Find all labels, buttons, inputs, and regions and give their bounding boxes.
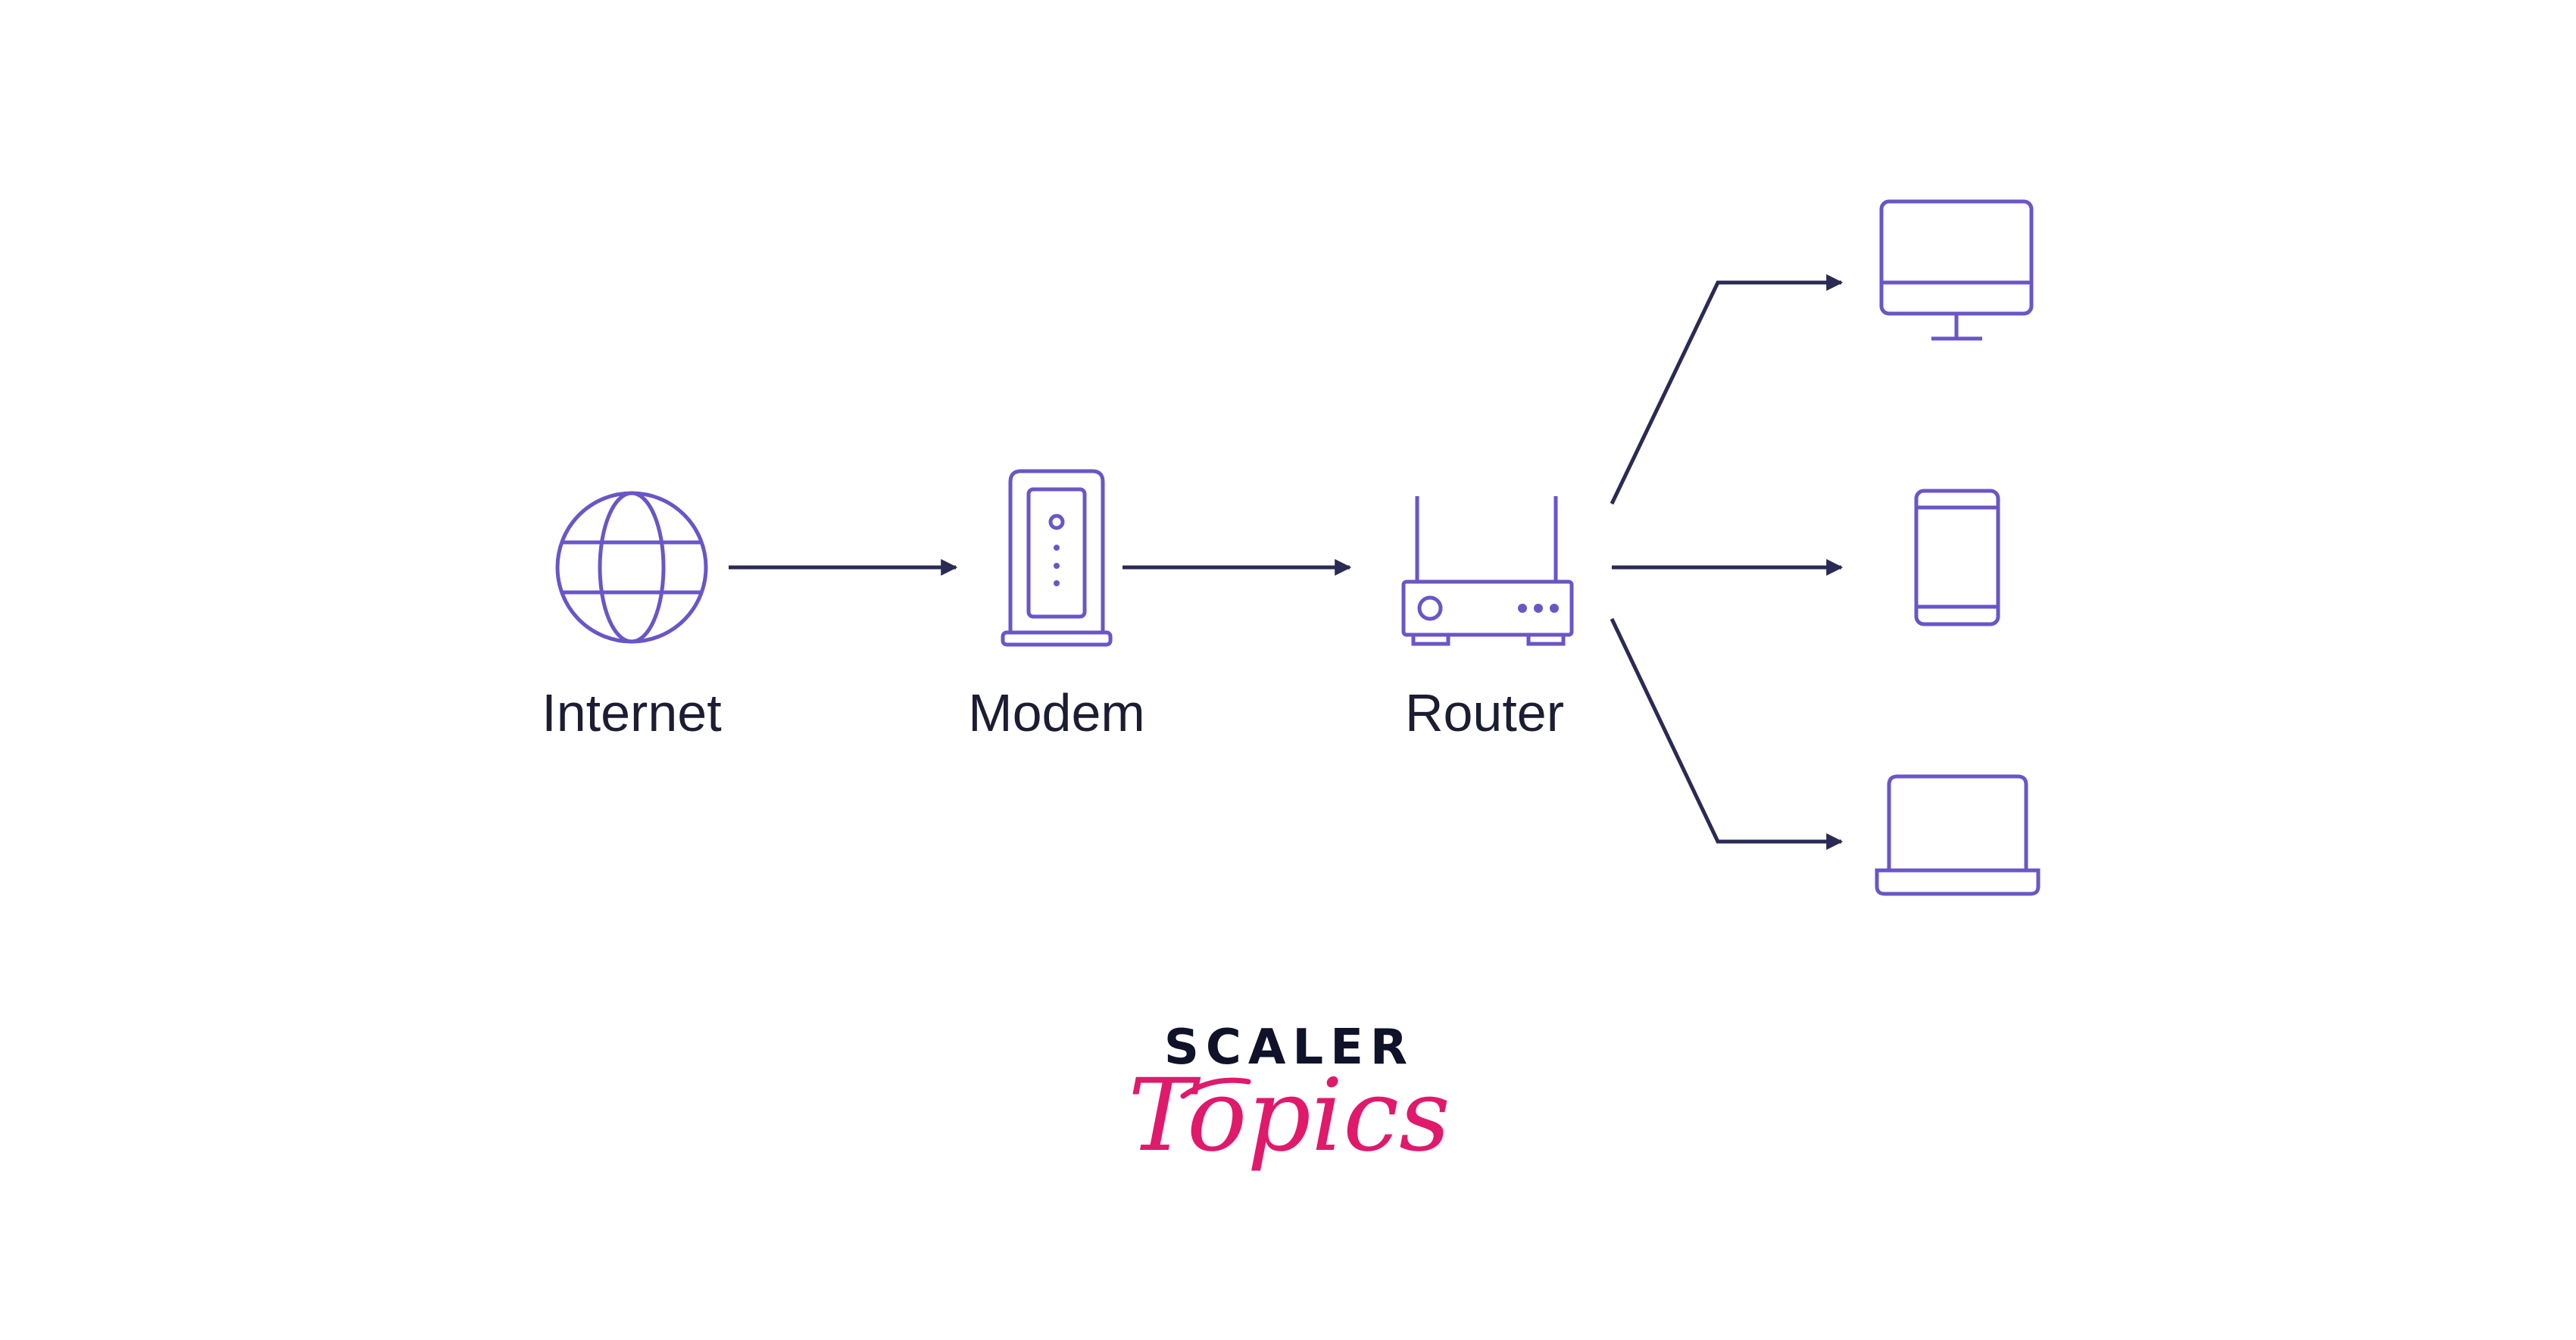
arrow-router-to-laptop (1610, 617, 1844, 850)
globe-icon (555, 491, 708, 644)
router-label: Router (1405, 683, 1564, 742)
desktop-monitor-icon (1879, 199, 2034, 341)
modem-icon (1001, 469, 1113, 647)
modem-status-dots (1054, 545, 1060, 586)
router-status-dots (1518, 604, 1559, 613)
modem-label: Modem (968, 683, 1144, 742)
internet-label: Internet (542, 683, 721, 742)
scaler-topics-logo: SCALER Topics (1128, 1020, 1450, 1174)
router-icon (1401, 496, 1574, 646)
brand-swash (1180, 1077, 1251, 1099)
brand-script: Topics (1128, 1057, 1450, 1174)
laptop-icon (1875, 774, 2041, 896)
smartphone-icon (1914, 489, 2000, 626)
arrow-router-to-desktop (1610, 274, 1844, 505)
brand-word: SCALER (1164, 1020, 1414, 1076)
